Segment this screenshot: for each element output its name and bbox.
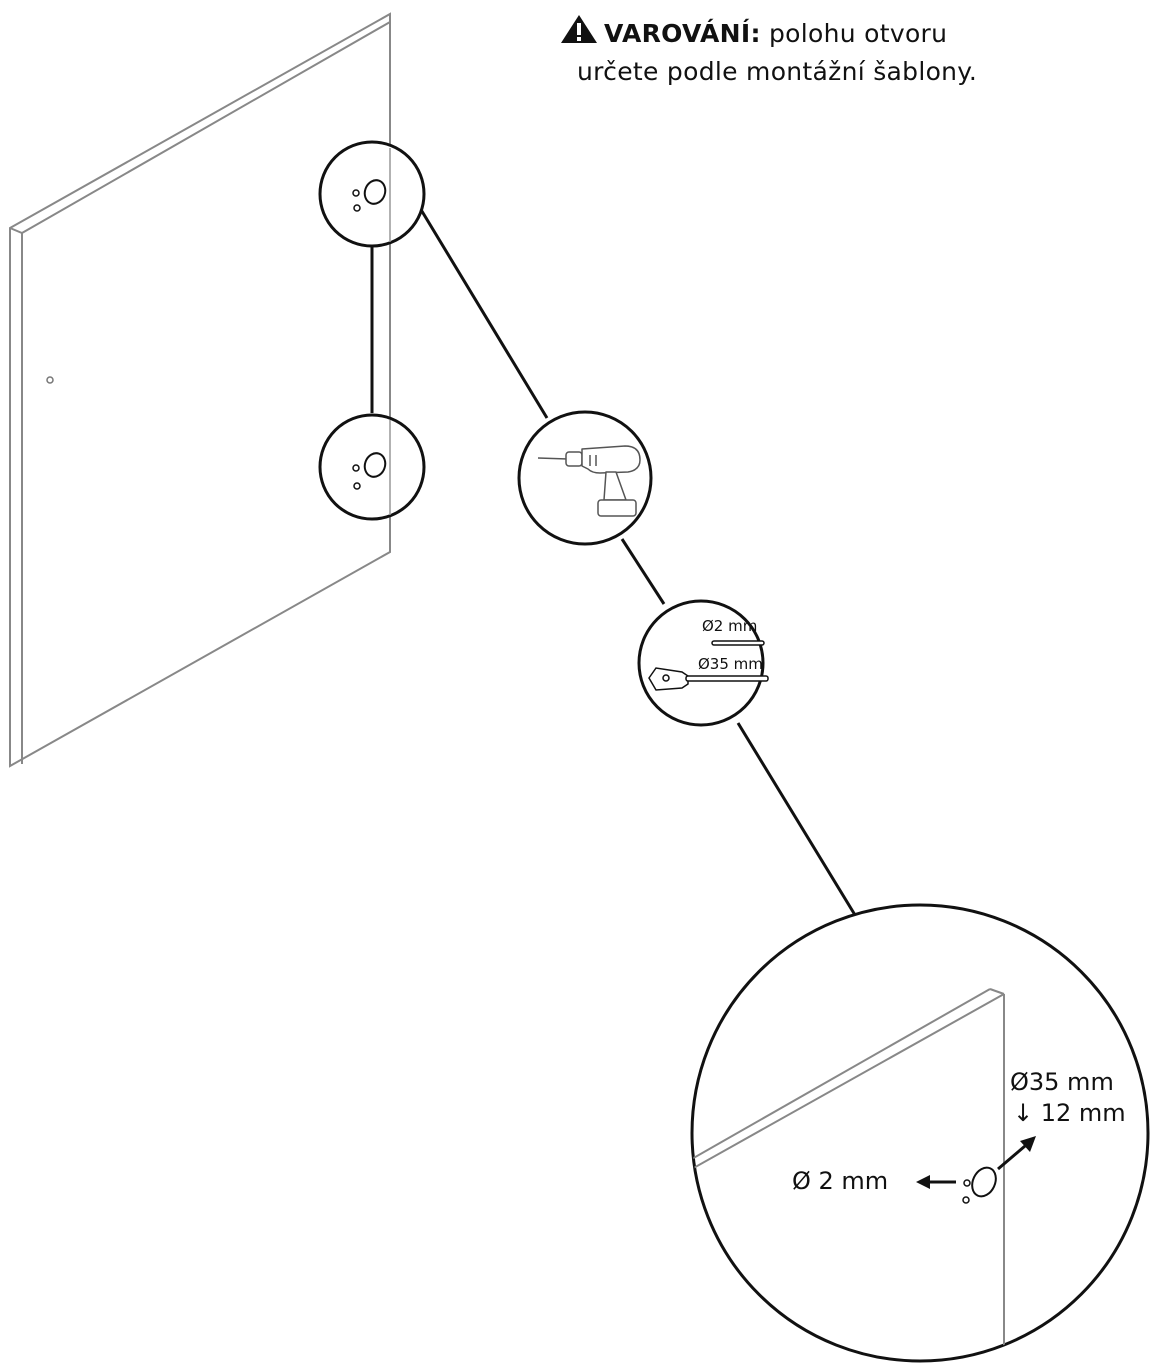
upper-hole-callout (318, 140, 426, 248)
warning-line-1: VAROVÁNÍ: polohu otvoru (560, 14, 1080, 53)
detail-holes (962, 1166, 997, 1204)
pilot-hole-label: Ø 2 mm (792, 1167, 888, 1195)
warning-note: VAROVÁNÍ: polohu otvoru určete podle mon… (560, 14, 1080, 91)
hinge-hole-depth-label: ↓ 12 mm (1013, 1099, 1126, 1127)
small-bit-label: Ø2 mm (702, 617, 757, 635)
drill-bits-callout: Ø2 mm Ø35 mm (637, 599, 769, 727)
warning-label: VAROVÁNÍ: (604, 19, 761, 48)
drill-callout (517, 410, 653, 546)
pilot-hole-arrow (916, 1175, 956, 1189)
cabinet-door-panel (9, 12, 391, 768)
warning-text-2: určete podle montážní šablony. (577, 57, 978, 86)
lower-hole-callout (318, 413, 426, 521)
spade-bit-35mm-icon (648, 667, 769, 691)
hinge-hole-arrow (997, 1136, 1036, 1171)
detail-callout: Ø35 mm ↓ 12 mm Ø 2 mm (690, 903, 1150, 1363)
door-knob-hole (46, 376, 54, 384)
drill-bit-2mm-icon (711, 640, 765, 646)
warning-text-1: polohu otvoru (769, 19, 948, 48)
large-bit-label: Ø35 mm (698, 655, 763, 673)
connector-lines (370, 207, 857, 916)
drill-icon (537, 445, 641, 517)
hinge-hole-diameter-label: Ø35 mm (1010, 1068, 1114, 1096)
warning-triangle-icon (561, 15, 597, 43)
detail-panel-edge (692, 988, 1005, 1361)
